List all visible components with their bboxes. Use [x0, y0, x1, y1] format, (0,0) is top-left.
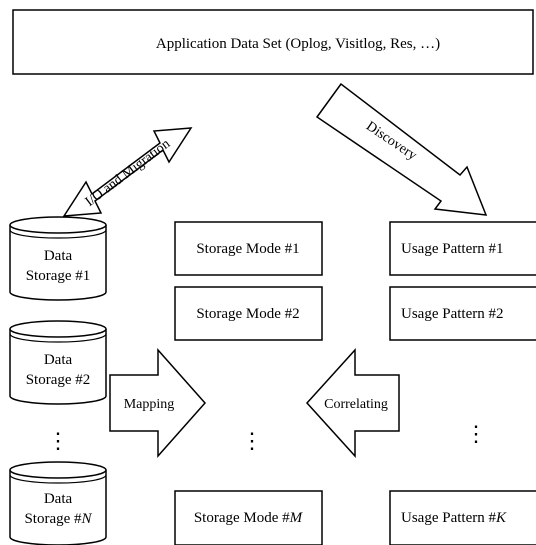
mapping-arrow: Mapping [109, 348, 207, 458]
mapping-label: Mapping [124, 397, 175, 412]
data-storage-n: Data Storage #N [9, 461, 107, 545]
application-data-set-box: Application Data Set (Oplog, Visitlog, R… [12, 9, 534, 75]
application-data-set-label: Application Data Set (Oplog, Visitlog, R… [156, 36, 440, 52]
data-storage-2: Data Storage #2 [9, 320, 107, 405]
usage-pattern-k-label: Usage Pattern #K [401, 510, 507, 526]
storage-mode-2-box: Storage Mode #2 [174, 286, 323, 341]
storage-mode-1-label: Storage Mode #1 [196, 241, 299, 257]
data-storage-1-line1: Data [44, 248, 73, 264]
data-storage-n-line2: Storage #N [24, 511, 92, 527]
data-storage-2-line1: Data [44, 352, 73, 368]
usage-pattern-1-box: Usage Pattern #1 [389, 221, 536, 276]
data-storage-1-line2: Storage #1 [26, 268, 91, 284]
correlating-label: Correlating [324, 397, 388, 412]
data-storage-2-line2: Storage #2 [26, 372, 91, 388]
storage-ellipsis: ⋮ [47, 428, 69, 453]
storage-mode-2-label: Storage Mode #2 [196, 306, 299, 322]
storage-mode-m-box: Storage Mode #M [174, 490, 323, 545]
io-migration-label: I/O and Migration [83, 137, 173, 210]
storage-mode-ellipsis: ⋮ [241, 428, 263, 453]
usage-pattern-ellipsis: ⋮ [465, 421, 487, 446]
storage-mode-m-label: Storage Mode #M [194, 510, 304, 526]
data-storage-1: Data Storage #1 [9, 216, 107, 301]
discovery-arrow: Discovery [315, 82, 488, 216]
data-storage-n-line1: Data [44, 491, 73, 507]
usage-pattern-2-box: Usage Pattern #2 [389, 286, 536, 341]
usage-pattern-k-box: Usage Pattern #K [389, 490, 536, 545]
usage-pattern-2-label: Usage Pattern #2 [401, 306, 503, 322]
correlating-arrow: Correlating [305, 348, 400, 458]
usage-pattern-1-label: Usage Pattern #1 [401, 241, 503, 257]
storage-mode-1-box: Storage Mode #1 [174, 221, 323, 276]
io-migration-arrow: I/O and Migration [62, 127, 193, 217]
